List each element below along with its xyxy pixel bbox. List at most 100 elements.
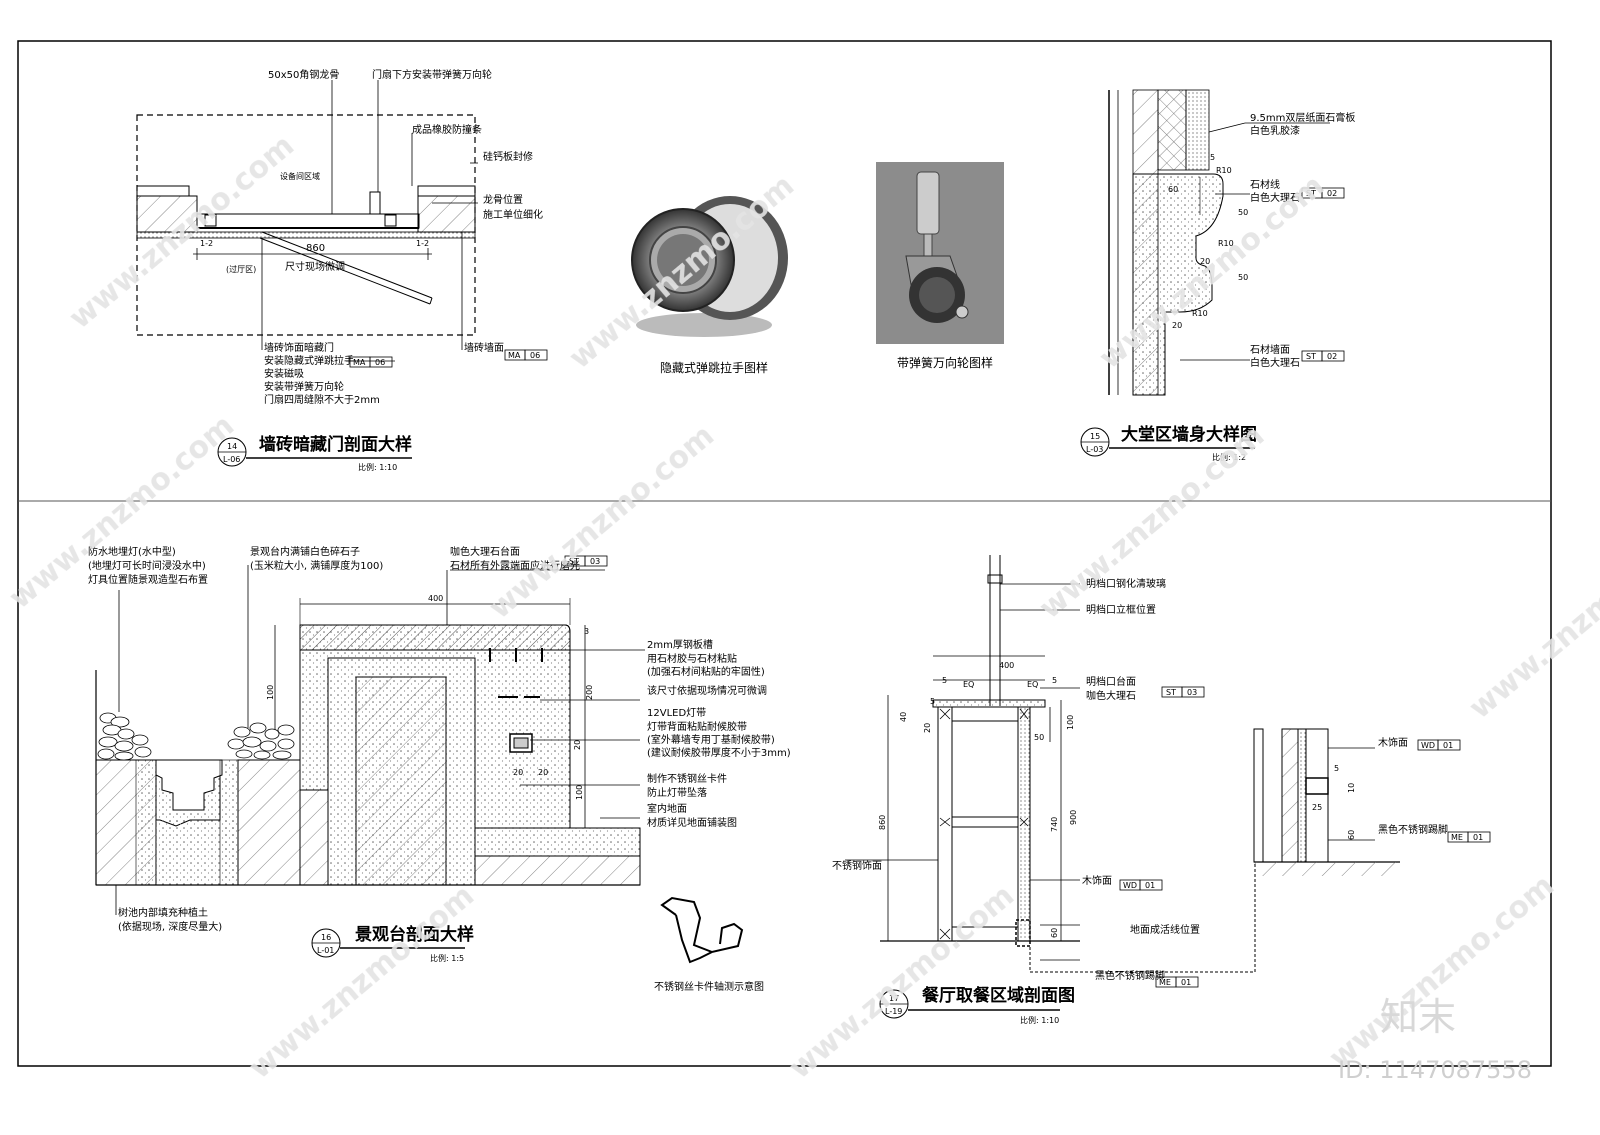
d15-title: 大堂区墙身大样图 [1121,424,1257,445]
d16-ann2a: 景观台内满铺白色碎石子 [250,545,360,558]
d17-dim-5b: 5 [1052,676,1057,685]
d16-ann4c: (加强石材间粘贴的牢固性) [647,665,765,678]
d15-ann1b: 白色乳胶漆 [1250,124,1300,137]
d15-scale: 比例: 1:2 [1212,452,1246,462]
d17-dim-50: 50 [1034,733,1044,742]
d15-dim-5: 5 [1210,153,1215,162]
d14-area-label: 设备间区域 [280,171,320,181]
d16-dim-200: 200 [585,685,594,700]
d15-tag2: ST [1306,189,1316,198]
d14-hall-label: (过厅区) [226,264,256,274]
photo-pop-handle: 隐藏式弹跳拉手图样 [631,196,788,375]
d15-dim-20b: 20 [1172,321,1182,330]
d14-ann-r2: 硅钙板封修 [483,150,533,163]
d15-dim-50a: 50 [1238,208,1248,217]
d16-ann8b: 材质详见地面铺装图 [647,816,737,829]
d16-tag3-num: 03 [590,557,600,566]
d17-ann1: 明档口钢化清玻璃 [1086,577,1166,590]
photo-caster-wheel: 带弹簧万向轮图样 [876,162,1004,370]
d14-note-1: 墙砖饰面暗藏门 [264,341,334,354]
d16-ann4b: 用石材胶与石材粘贴 [647,652,737,665]
d16-title: 景观台剖面大样 [355,924,474,945]
d14-tag2-num: 06 [530,351,540,360]
d16-scale: 比例: 1:5 [430,953,464,963]
d17-ddim-25: 25 [1312,803,1322,812]
d17-dim-860: 860 [878,815,887,830]
d16-dim-100b: 100 [575,785,584,800]
d14-callout-num: 14 [227,442,237,451]
d16-ann8a: 室内地面 [647,802,687,815]
d14-section-left: 1-2 [200,239,213,248]
d17-dim-eq2: EQ [1027,680,1038,689]
watermark-10: www.znzmo.com [1323,868,1561,1076]
detail-17-dining-counter: 明档口钢化清玻璃 明档口立框位置 明档口台面 咖色大理石 ST 03 不锈钢饰面… [832,555,1491,1025]
d15-r10b: R10 [1218,239,1234,248]
d16-ann6a: 12VLED灯带 [647,707,706,719]
d16-ann6c: (室外幕墙专用丁基耐候胶带) [647,733,775,746]
d14-note-3: 安装磁吸 [264,367,304,380]
d17-tag7-num: 01 [1181,978,1191,987]
d16-ann5: 该尺寸依据现场情况可微调 [647,684,767,697]
d17-dtag2: ME [1451,833,1463,842]
watermark-8: www.znzmo.com [243,878,481,1086]
d16-dim-20b: 20 [513,768,523,777]
d16-ann1b: (地埋灯可长时间浸没水中) [88,559,206,572]
d14-note-2: 安装隐藏式弹跳拉手 [264,354,354,367]
d17-ann7: 黑色不锈钢踢脚 [1095,969,1165,982]
d17-dim-60: 60 [1050,928,1059,938]
d16-ann6b: 灯带背面粘贴耐候胶带 [647,720,747,733]
d15-tag3: ST [1306,352,1316,361]
d17-title: 餐厅取餐区域剖面图 [922,985,1075,1006]
d16-ann9a: 树池内部填充种植土 [118,906,208,919]
d16-dim-3: 3 [584,627,589,636]
d16-tag3: ST [569,557,579,566]
watermark-7: www.znzmo.com [1463,518,1600,726]
d14-scale: 比例: 1:10 [358,462,397,472]
d15-ann1a: 9.5mm双层纸面石膏板 [1250,111,1355,124]
wire-clip-sketch: 不锈钢丝卡件轴测示意图 [654,896,764,993]
d17-dim-5c: 5 [930,697,935,706]
d17-dim-900: 900 [1069,810,1078,825]
d16-ann7a: 制作不锈钢丝卡件 [647,772,727,785]
d16-ann2b: (玉米粒大小, 满铺厚度为100) [250,559,383,572]
d15-tag2-num: 02 [1327,189,1337,198]
d17-ann3a: 明档口台面 [1086,675,1136,688]
watermark-9: www.znzmo.com [783,878,1021,1086]
d17-tag3: ST [1166,688,1176,697]
d14-note-4: 安装带弹簧万向轮 [264,380,344,393]
d17-dim-eq1: EQ [963,680,974,689]
d17-callout-num: 17 [889,994,899,1003]
d17-tag3-num: 03 [1187,688,1197,697]
d17-tag5-num: 01 [1145,881,1155,890]
d17-ddim-60: 60 [1347,830,1356,840]
d15-callout-sheet: L-03 [1086,445,1103,454]
detail-14-hidden-door: 50x50角钢龙骨 门扇下方安装带弹簧万向轮 成品橡胶防撞条 硅钙板封修 龙骨位… [136,68,548,472]
d15-ann3a: 石材墙面 [1250,343,1290,356]
d15-ann2b: 白色大理石 [1250,191,1300,204]
d17-tag7: ME [1159,978,1171,987]
d16-ann1a: 防水地埋灯(水中型) [88,545,176,558]
watermark-6: www.znzmo.com [1033,418,1271,626]
d14-ann-top1: 50x50角钢龙骨 [268,68,339,81]
d16-ann9b: (依据现场, 深度尽量大) [118,920,222,933]
d14-tag1: MA [353,358,366,367]
d15-callout-num: 15 [1090,432,1100,441]
watermark-5: www.znzmo.com [483,418,721,626]
d15-dim-50b: 50 [1238,273,1248,282]
d17-ddim-10: 10 [1347,783,1356,793]
d16-dim-100a: 100 [266,685,275,700]
d17-callout-sheet: L-19 [885,1007,902,1016]
d17-dtag2-num: 01 [1473,833,1483,842]
photo1-caption: 隐藏式弹跳拉手图样 [660,360,768,375]
d15-r10c: R10 [1192,309,1208,318]
d14-ann-top2: 门扇下方安装带弹簧万向轮 [372,68,492,81]
d14-callout-sheet: L-06 [223,455,240,464]
d15-r10a: R10 [1216,166,1232,175]
d16-callout-num: 16 [321,933,331,942]
d17-scale: 比例: 1:10 [1020,1015,1059,1025]
d17-det2: 黑色不锈钢踢脚 [1378,823,1448,836]
d17-dtag1: WD [1421,741,1435,750]
d16-dim-400: 400 [428,594,443,603]
d14-door-notes: 墙砖饰面暗藏门 安装隐藏式弹跳拉手 安装磁吸 安装带弹簧万向轮 门扇四周缝隙不大… [264,341,380,406]
